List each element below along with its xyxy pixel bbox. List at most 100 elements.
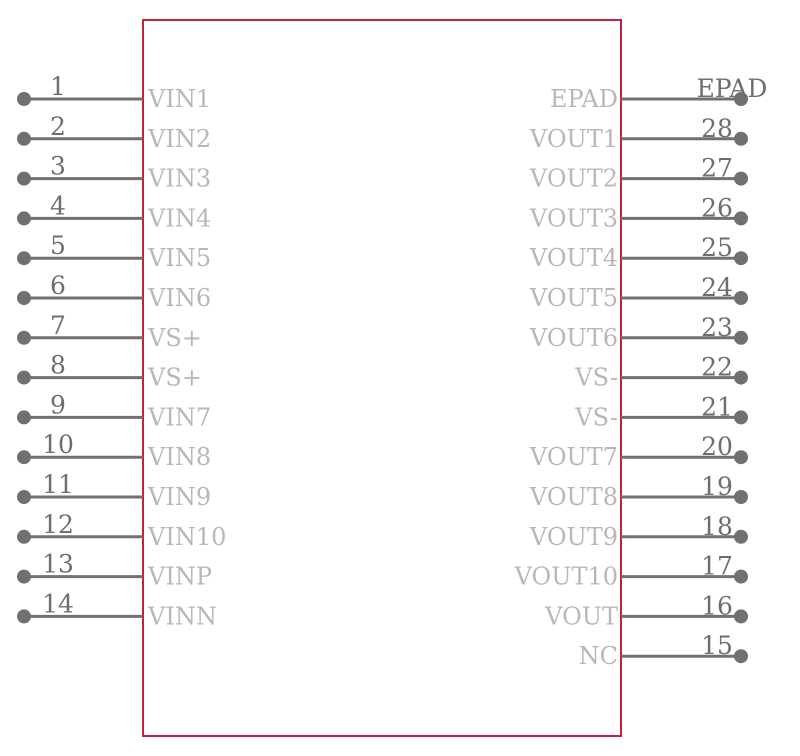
pin-name: VOUT4 [529,244,618,272]
pin-number: 21 [701,392,733,421]
pin-terminal-dot [734,410,748,425]
pin-17: 17 VOUT10 [514,552,748,591]
pin-name: VIN5 [147,244,211,272]
pin-number: 3 [50,152,66,181]
pin-name: VIN1 [147,85,211,113]
pin-number: 4 [50,191,66,220]
pin-terminal-dot [734,92,748,106]
pin-number: 27 [701,154,733,183]
pin-number: 17 [701,552,733,581]
pin-27: 27 VOUT2 [529,154,748,193]
pin-name: VINN [147,602,217,630]
pin-name: VOUT [544,602,618,630]
pin-terminal-dot [17,370,31,385]
pin-terminal-dot [734,490,748,504]
pin-terminal-dot [734,529,748,544]
pin-terminal-dot [17,410,31,425]
pin-number: 8 [50,351,66,380]
pin-name: VOUT5 [529,284,618,312]
pin-number: 14 [42,589,74,618]
pin-terminal-dot [734,649,748,664]
pin-number: 16 [701,591,733,620]
pin-name: VOUT10 [514,563,618,591]
pin-11: 11 VIN9 [17,470,211,511]
pin-terminal-dot [734,291,748,305]
pin-13: 13 VINP [17,550,212,591]
pin-number: 26 [701,193,733,222]
pin-terminal-dot [17,251,31,266]
pin-26: 26 VOUT3 [529,193,748,232]
pin-name: VIN2 [147,125,211,153]
pin-name: VS- [574,364,618,392]
pin-name: VIN9 [147,483,211,511]
pin-12: 12 VIN10 [17,510,226,551]
pin-terminal-dot [734,450,748,465]
pin-number: 12 [42,510,74,539]
pin-terminal-dot [17,131,31,146]
pin-number: 28 [701,114,733,143]
pin-8: 8 VS+ [17,351,202,392]
pin-terminal-dot [17,529,31,544]
pin-number: 22 [701,353,733,382]
pin-28: 28 VOUT1 [529,114,748,153]
pin-terminal-dot [734,131,748,146]
pin-1: 1 VIN1 [17,72,211,113]
pin-terminal-dot [734,211,748,226]
pin-name: VIN6 [147,284,211,312]
pin-number: 13 [42,550,74,579]
pin-number: 15 [701,631,733,660]
pin-name: VS+ [147,364,202,392]
pin-number: 7 [50,311,66,340]
pin-terminal-dot [734,171,748,186]
pin-name: VOUT6 [529,324,618,352]
pin-number: EPAD [697,74,768,103]
pin-number: 19 [701,472,733,501]
pin-19: 19 VOUT8 [529,472,748,511]
pin-name: VIN8 [147,443,211,471]
pin-terminal-dot [734,569,748,584]
pin-name: VOUT8 [529,483,618,511]
pin-number: 2 [50,112,66,141]
pin-16: 16 VOUT [544,591,748,630]
pin-terminal-dot [734,370,748,385]
pin-terminal-dot [17,171,31,186]
pin-25: 25 VOUT4 [529,233,748,272]
pin-terminal-dot [17,291,31,305]
pin-name: VOUT9 [529,523,618,551]
pin-name: VIN4 [147,204,211,232]
pin-terminal-dot [17,450,31,465]
pin-name: VOUT1 [529,125,618,153]
pin-name: VINP [147,563,212,591]
pin-name: VOUT3 [529,204,618,232]
pin-number: 11 [42,470,74,499]
pin-2: 2 VIN2 [17,112,211,153]
pin-terminal-dot [17,490,31,504]
pin-number: 1 [50,72,66,101]
pin-23: 23 VOUT6 [529,313,748,352]
pin-name: VOUT2 [529,165,618,193]
pin-number: 5 [50,231,66,260]
pin-name: VOUT7 [529,443,618,471]
pin-terminal-dot [734,251,748,266]
pin-name: VIN10 [147,523,226,551]
pin-terminal-dot [17,330,31,345]
pin-terminal-dot [17,569,31,584]
pin-number: 23 [701,313,733,342]
pin-number: 25 [701,233,733,262]
pin-name: VS+ [147,324,202,352]
pin-4: 4 VIN4 [17,191,211,232]
pin-terminal-dot [17,609,31,624]
pin-22: 22 VS- [574,353,748,392]
pin-terminal-dot [17,211,31,226]
